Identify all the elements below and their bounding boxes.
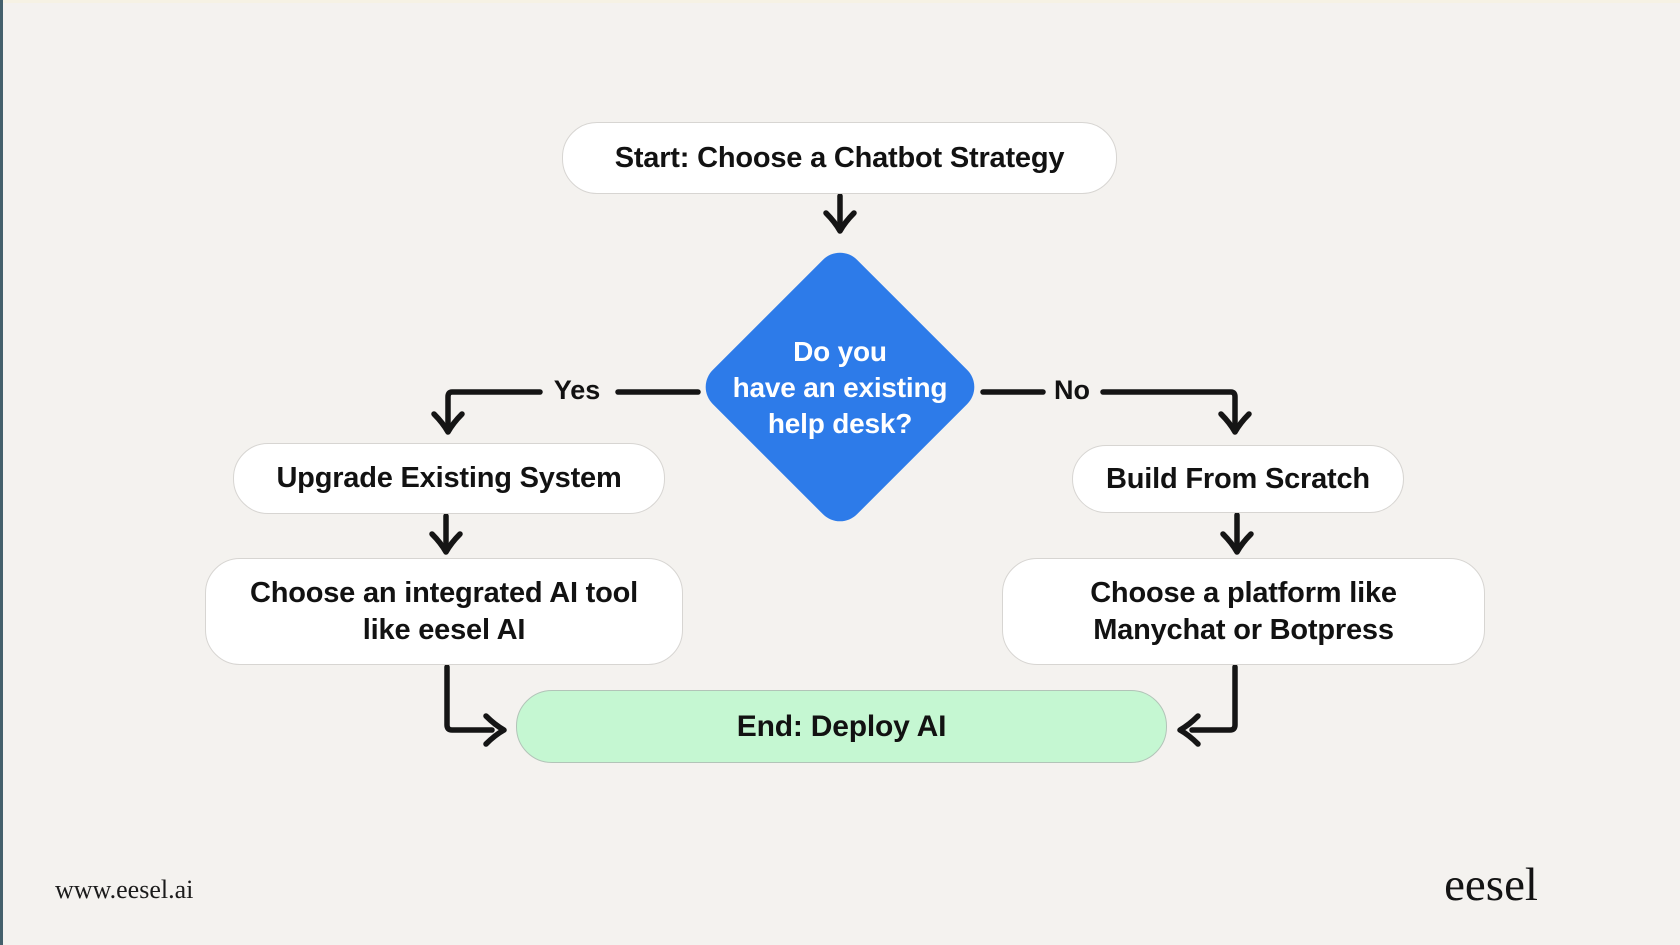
top-edge-line — [0, 0, 1680, 3]
integrated-ai-tool-node: Choose an integrated AI tool like eesel … — [205, 558, 683, 665]
yes-branch-label: Yes — [553, 375, 601, 405]
build-from-scratch-node: Build From Scratch — [1072, 445, 1404, 513]
arrow-upgrade-to-choose — [429, 513, 463, 555]
arrow-choose-left-to-end — [444, 664, 507, 747]
left-edge-line — [0, 0, 3, 945]
end-node: End: Deploy AI — [516, 690, 1167, 763]
arrow-decision-no — [980, 389, 1252, 435]
decision-label: Do you have an existing help desk? — [732, 336, 948, 439]
arrow-start-to-decision — [823, 193, 857, 234]
upgrade-existing-system-node: Upgrade Existing System — [233, 443, 665, 514]
website-url: www.eesel.ai — [55, 875, 194, 904]
arrow-choose-right-to-end — [1177, 664, 1238, 747]
eesel-logo: eesel — [1444, 859, 1538, 911]
start-node: Start: Choose a Chatbot Strategy — [562, 122, 1117, 194]
platform-node: Choose a platform like Manychat or Botpr… — [1002, 558, 1485, 665]
arrow-build-to-choose — [1220, 512, 1254, 555]
no-branch-label: No — [1054, 375, 1090, 405]
